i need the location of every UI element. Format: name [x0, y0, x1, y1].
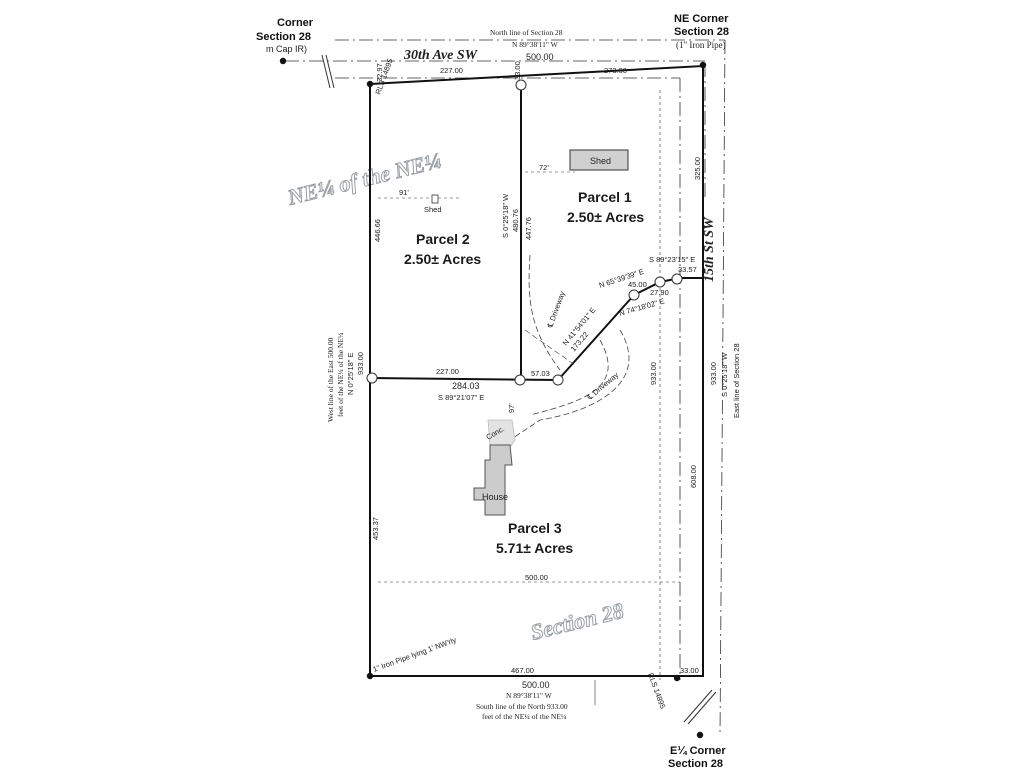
east-line-label: East line of Section 28 [732, 343, 741, 418]
conc-pad [487, 419, 516, 451]
watermark-section-28: Section 28 [528, 598, 626, 645]
dim-mid-57: 57.03 [531, 369, 550, 378]
east-total: 933.00 [709, 362, 718, 385]
dim-e-608: 608.00 [689, 465, 698, 488]
north-bearing: N 89°38'11" W [512, 40, 559, 49]
seg2-length: 45.00 [628, 280, 647, 289]
monument-nw [279, 57, 287, 65]
div-bearing: S 0°25'18" W [501, 193, 510, 238]
dim-n-227: 227.00 [440, 66, 463, 75]
road-15th-st: 15th St SW [702, 216, 717, 282]
monument-e-quarter [696, 731, 704, 739]
rls-bottom: RLS 14895 [646, 672, 667, 710]
nw-corner-line1: Corner [277, 17, 314, 29]
parcel-1-area: 2.50± Acres [567, 209, 644, 225]
dim-mid-227: 227.00 [436, 367, 459, 376]
west-line-label-2: feet of the NE¼ of the NE¼ [336, 332, 345, 417]
parcel-3-name: Parcel 3 [508, 520, 562, 536]
monument-ne [699, 61, 707, 69]
shed-1 [569, 149, 629, 171]
seg4-length: 33.57 [678, 265, 697, 274]
dim-nw-32: 32.97 [375, 63, 384, 82]
ne-corner-line3: (1" Iron Pipe) [676, 40, 726, 50]
shed-2-label: Shed [424, 205, 442, 214]
parcel-boundary [369, 64, 704, 677]
south-label-2: feet of the NE¼ of the NE¼ [482, 712, 567, 721]
dim-s-33: 33.00 [680, 666, 699, 675]
div-length: 480.76 [511, 209, 520, 232]
structures: Shed Shed Conc. House [424, 149, 629, 516]
west-bearing: N 0°25'18" E [346, 352, 355, 395]
west-line-label-1: West line of the East 500.00 [326, 337, 335, 422]
shed-1-label: Shed [590, 156, 611, 166]
parcel-2-area: 2.50± Acres [404, 251, 481, 267]
dim-inner-933: 933.00 [649, 362, 658, 385]
south-label-1: South line of the North 933.00 [476, 702, 568, 711]
driveway-label-2: ℄ Driveway [585, 370, 621, 402]
monuments [279, 57, 707, 739]
section-lines [285, 39, 726, 736]
parcel-2-name: Parcel 2 [416, 231, 470, 247]
dim-72: 72' [539, 163, 549, 172]
pin-north [515, 79, 527, 91]
e-quarter-corner-line1: E¼ Corner [670, 745, 726, 757]
iron-pipe-note: 1" Iron Pipe lying 1' NW'rly [372, 635, 458, 674]
mid-bearing: S 89°21'07" E [438, 393, 484, 402]
div-447: 447.76 [524, 217, 533, 240]
nw-corner-line2: Section 28 [256, 31, 311, 43]
house [473, 444, 513, 516]
dim-n-33: 33.00 [513, 61, 522, 80]
monument-se [673, 674, 681, 682]
west-total: 933.00 [356, 352, 365, 375]
shed-2 [431, 194, 439, 204]
south-bearing: N 89°38'11" W [506, 691, 553, 700]
dim-w-453: 453.37 [371, 517, 380, 540]
ne-corner-line2: Section 28 [674, 26, 729, 38]
e-quarter-corner-line2: Section 28 [668, 758, 723, 768]
south-total: 500.00 [522, 680, 550, 690]
dim-mid-284: 284.03 [452, 381, 480, 391]
seg3-bearing: N 74°18'02" E [618, 296, 665, 318]
pin-bend2 [654, 276, 666, 288]
seg3-length: 27.90 [650, 288, 669, 297]
pin-mid [514, 374, 526, 386]
dim-s-467: 467.00 [511, 666, 534, 675]
dim-w-446: 446.66 [373, 219, 382, 242]
ne-corner-line1: NE Corner [674, 13, 729, 25]
pin-angle [552, 374, 564, 386]
pin-bend3 [671, 273, 683, 285]
parcel-1-name: Parcel 1 [578, 189, 632, 205]
parcel-3-area: 5.71± Acres [496, 540, 573, 556]
dim-91: 91' [399, 188, 409, 197]
monument-sw [366, 672, 374, 680]
dim-n-273: 273.00 [604, 66, 627, 75]
seg4-bearing: S 89°23'15" E [649, 255, 695, 264]
north-section-line-label: North line of Section 28 [490, 28, 563, 37]
nw-corner-line3: m Cap IR) [266, 44, 307, 54]
dim-97: 97' [507, 403, 516, 413]
driveway-centerline [509, 254, 630, 441]
pin-bend1 [628, 289, 640, 301]
east-bearing: S 0°25'18" W [720, 352, 729, 397]
dim-hz-500: 500.00 [525, 573, 548, 582]
monument-nw-parcel [366, 80, 374, 88]
north-total: 500.00 [526, 52, 554, 62]
driveway-label-1: ℄ Driveway [545, 290, 567, 330]
house-label: House [482, 492, 508, 502]
pin-west [366, 372, 378, 384]
dim-e-325: 325.00 [693, 157, 702, 180]
road-30th-ave: 30th Ave SW [403, 48, 479, 63]
watermark-ne-quarter: NE¼ of the NE¼ [284, 148, 443, 210]
